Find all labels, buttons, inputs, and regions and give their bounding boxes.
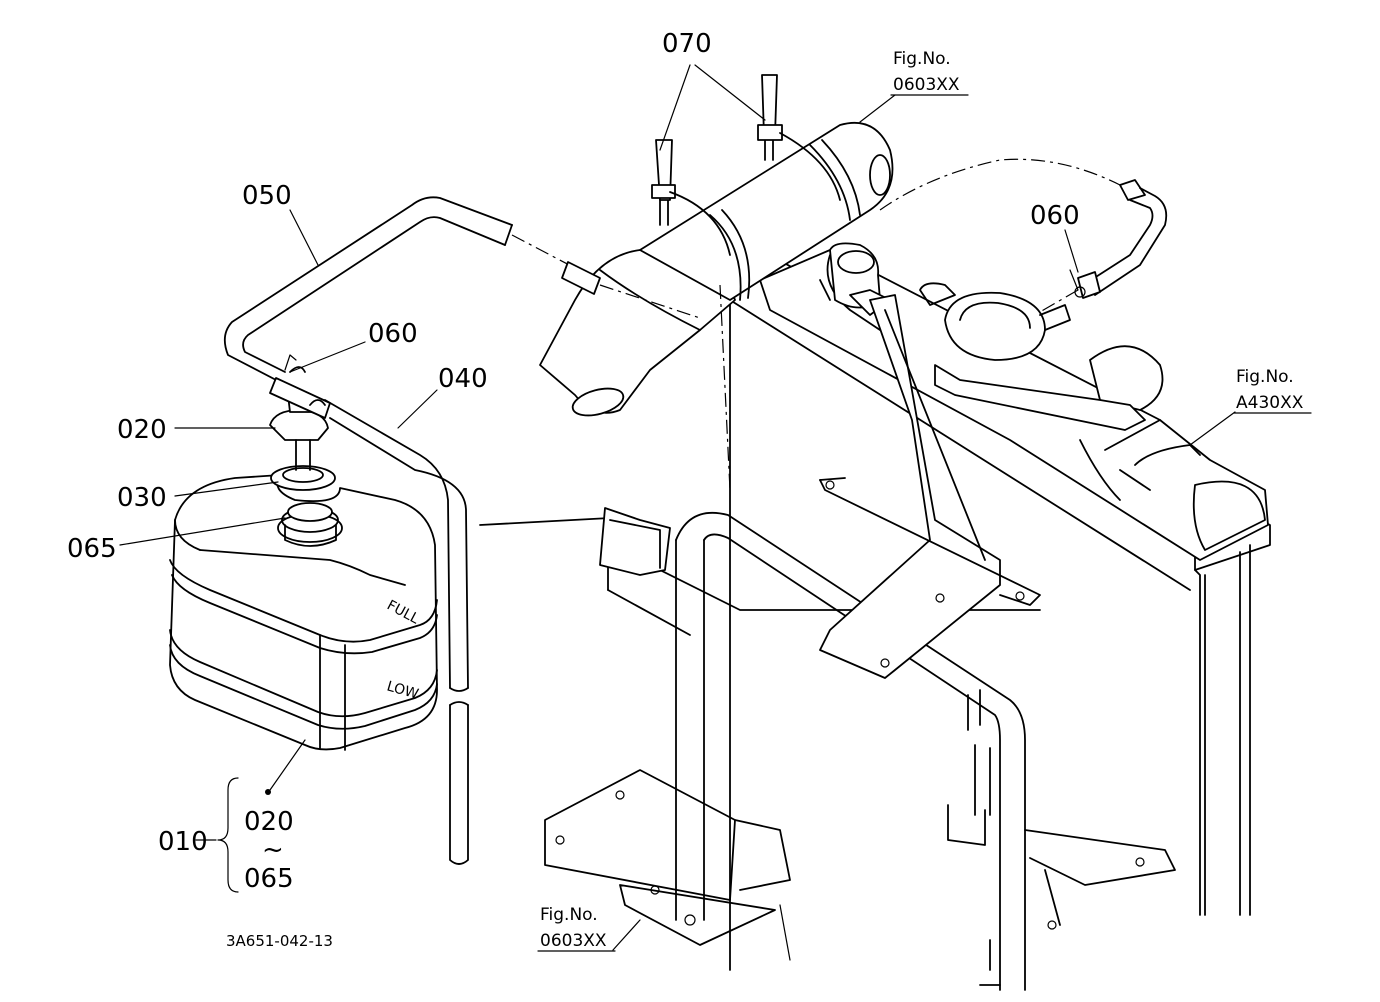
fig-ref-right-label: Fig.No. — [1236, 367, 1294, 387]
overflow-hose-050 — [223, 196, 731, 491]
label-010: 010 — [158, 827, 208, 857]
label-040: 040 — [438, 364, 488, 394]
label-060-right: 060 — [1030, 201, 1080, 231]
leader-dot — [265, 789, 271, 795]
fig-ref-right-number: A430XX — [1236, 393, 1304, 413]
fig-ref-top-label: Fig.No. — [893, 49, 951, 69]
hose-bracket — [599, 507, 671, 576]
fig-ref-bottom-number: 0603XX — [540, 931, 607, 951]
radiator-overflow-hose — [879, 158, 1168, 313]
label-range-sep: ~ — [262, 835, 284, 865]
fig-ref-bottom-label: Fig.No. — [540, 905, 598, 925]
leader-lines — [119, 64, 1236, 951]
label-020: 020 — [117, 415, 167, 445]
support-stay — [819, 294, 1041, 679]
part-numbers: 070 050 060 060 040 020 030 065 010 020 … — [67, 29, 1080, 894]
reserve-tank: FULL LOW — [169, 354, 438, 751]
fig-ref-bottom: Fig.No. 0603XX — [537, 905, 616, 952]
radiator-core — [759, 242, 1271, 916]
label-065: 065 — [67, 534, 117, 564]
label-range-to: 065 — [244, 864, 294, 894]
drawing-code: 3A651-042-13 — [226, 932, 333, 950]
label-030: 030 — [117, 483, 167, 513]
fig-ref-top: Fig.No. 0603XX — [890, 49, 969, 96]
fig-ref-right: Fig.No. A430XX — [1233, 367, 1312, 414]
label-060-left: 060 — [368, 319, 418, 349]
hose-clamp-070 — [651, 74, 841, 256]
radiator-stand-frame — [544, 299, 1191, 991]
label-070: 070 — [662, 29, 712, 59]
fig-ref-top-number: 0603XX — [893, 75, 960, 95]
label-range-from: 020 — [244, 807, 294, 837]
location-arrow — [479, 517, 611, 526]
label-050: 050 — [242, 181, 292, 211]
hose-040 — [324, 399, 469, 865]
